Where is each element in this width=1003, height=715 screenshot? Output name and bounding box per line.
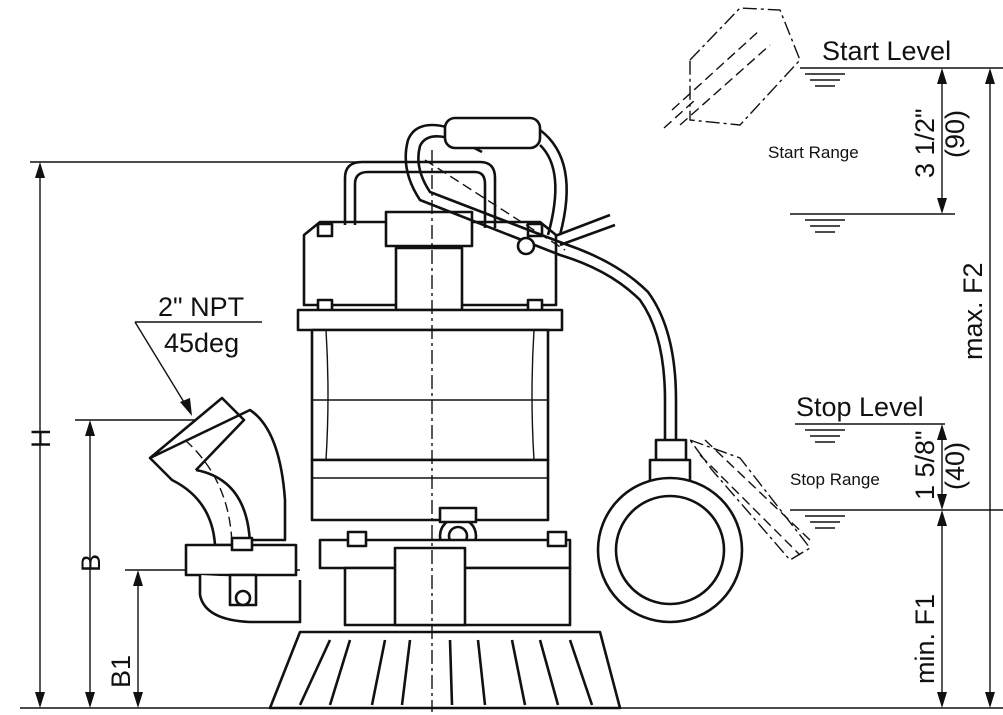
pump-body: [268, 150, 622, 712]
stop-level-indicator: Stop Level Stop Range 1 5/8" (40): [790, 392, 1003, 529]
float-switch: [404, 7, 812, 624]
dim-b-label: B: [76, 554, 106, 572]
min-f1-label: min. F1: [910, 594, 940, 684]
dimension-b: B: [75, 419, 200, 708]
start-level-label: Start Level: [822, 36, 951, 66]
dim-h-label: H: [26, 429, 56, 449]
max-f2-label: max. F2: [958, 262, 988, 360]
stop-level-label: Stop Level: [796, 392, 924, 422]
start-range-label: Start Range: [768, 143, 859, 162]
start-range-inches: 3 1/2": [910, 108, 940, 178]
outlet-callout: 2" NPT 45deg: [134, 292, 262, 416]
start-range-mm: (90): [940, 110, 970, 158]
outlet-elbow: [148, 396, 302, 624]
stop-range-mm: (40): [940, 442, 970, 490]
outlet-angle-label: 45deg: [164, 328, 239, 358]
dimension-min-f1: min. F1: [910, 510, 947, 708]
stop-range-inches: 1 5/8": [910, 430, 940, 500]
dim-b1-label: B1: [106, 655, 136, 688]
dimension-max-f2: max. F2: [958, 68, 995, 708]
outlet-size-label: 2" NPT: [158, 292, 244, 322]
start-level-indicator: Start Level Start Range 3 1/2" (90): [768, 36, 1003, 233]
stop-range-label: Stop Range: [790, 470, 880, 489]
